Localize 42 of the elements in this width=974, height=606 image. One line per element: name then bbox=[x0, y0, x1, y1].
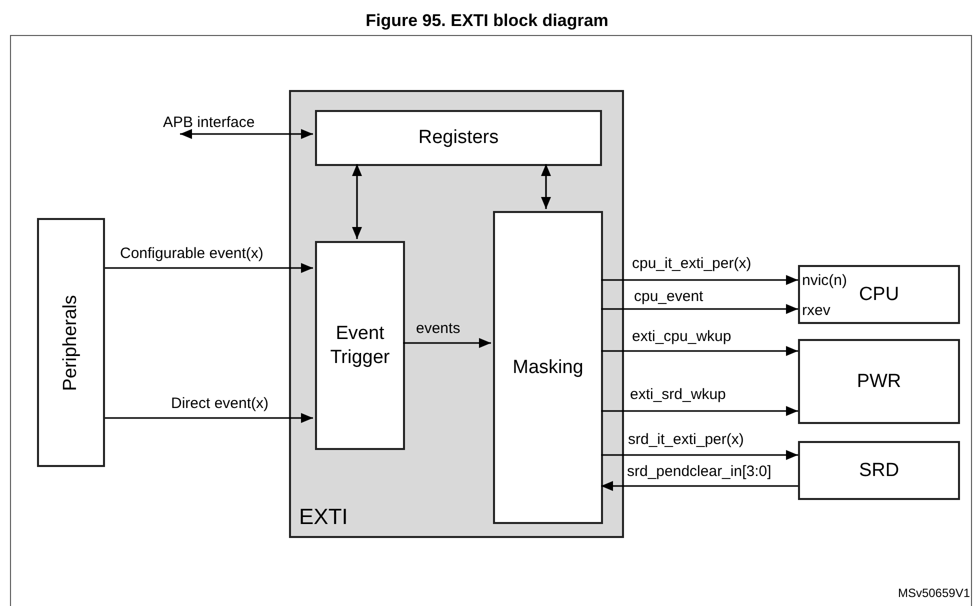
block-box bbox=[798, 441, 960, 500]
signal-label: cpu_event bbox=[634, 288, 704, 306]
block-label: CPU bbox=[858, 282, 900, 306]
block-box bbox=[315, 110, 602, 166]
block-label: PWR bbox=[856, 370, 902, 394]
arrow bbox=[105, 263, 313, 273]
arrow bbox=[403, 338, 491, 348]
signal-label: exti_cpu_wkup bbox=[632, 328, 732, 346]
arrow bbox=[601, 275, 798, 285]
signal-label: Direct event(x) bbox=[171, 395, 269, 413]
arrow bbox=[541, 164, 551, 209]
signal-label: srd_pendclear_in[3:0] bbox=[627, 463, 772, 481]
signal-label: cpu_it_exti_per(x) bbox=[632, 255, 752, 273]
signal-label: APB interface bbox=[163, 114, 255, 132]
arrow bbox=[601, 346, 798, 356]
arrow bbox=[601, 304, 798, 314]
block-label: SRD bbox=[858, 458, 900, 482]
signal-label: srd_it_exti_per(x) bbox=[628, 431, 744, 449]
arrow bbox=[601, 450, 798, 460]
signal-label: exti_srd_wkup bbox=[630, 386, 726, 404]
arrow bbox=[601, 406, 798, 416]
arrow bbox=[105, 413, 313, 423]
arrow bbox=[601, 481, 798, 491]
signal-label: Configurable event(x) bbox=[120, 245, 264, 263]
figure-id: MSv50659V1 bbox=[898, 585, 970, 602]
arrow bbox=[352, 164, 362, 239]
port-label: nvic(n) bbox=[802, 273, 848, 288]
block-box bbox=[315, 241, 405, 450]
block-panel bbox=[289, 90, 624, 538]
arrow bbox=[180, 129, 313, 139]
block-label: Masking bbox=[512, 356, 584, 380]
block-box bbox=[493, 211, 603, 524]
block-label: Registers bbox=[418, 126, 499, 150]
port-label: rxev bbox=[802, 303, 830, 318]
block-title: EXTI bbox=[299, 506, 348, 528]
block-box bbox=[798, 339, 960, 424]
block-label: Peripherals bbox=[59, 294, 82, 391]
block-box bbox=[798, 265, 960, 324]
figure-title: Figure 95. EXTI block diagram bbox=[366, 10, 608, 32]
block-box bbox=[37, 218, 105, 467]
block-label: Event Trigger bbox=[329, 322, 391, 370]
signal-label: events bbox=[416, 320, 460, 338]
